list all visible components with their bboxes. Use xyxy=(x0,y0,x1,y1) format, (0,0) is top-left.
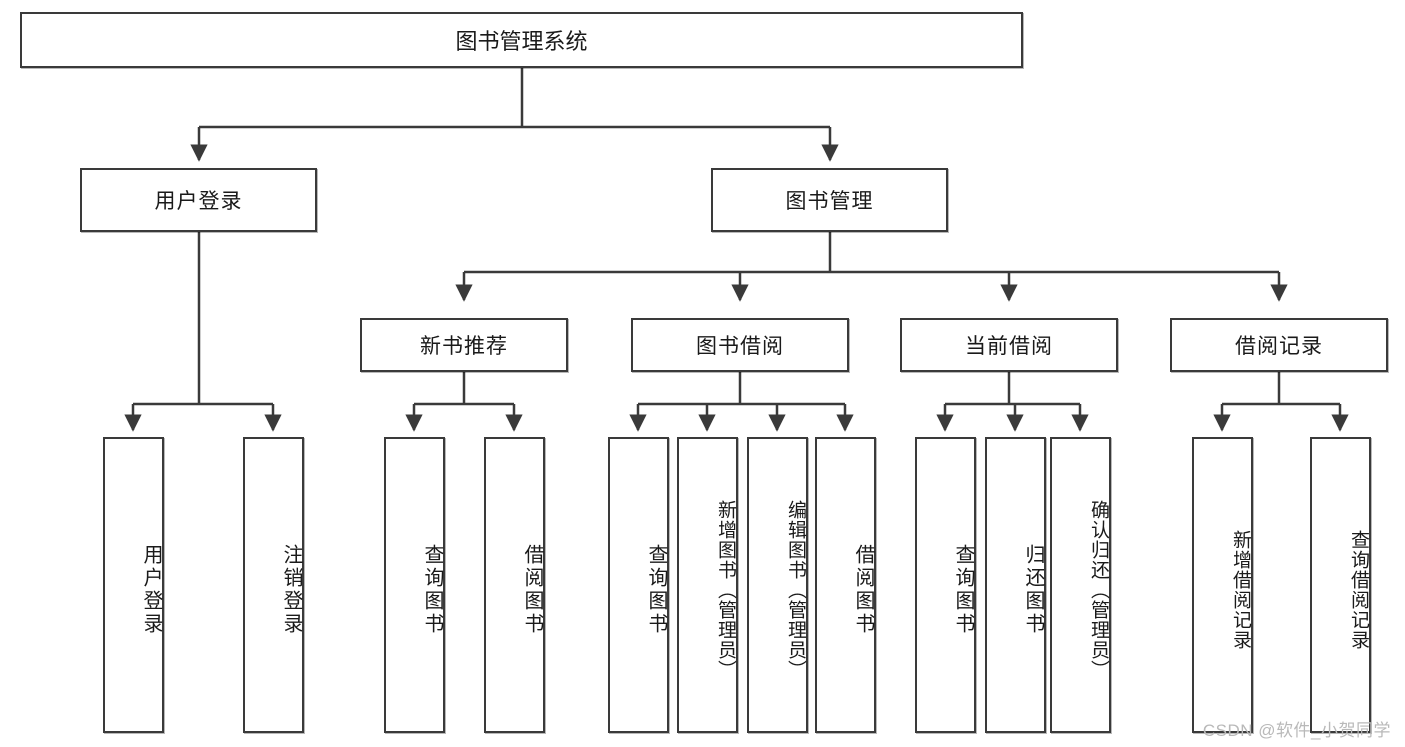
leaf-new-book-query[interactable]: 查询图书 xyxy=(384,437,445,733)
node-user-login-label: 用户登录 xyxy=(154,190,243,213)
node-book-borrow-label: 图书借阅 xyxy=(696,335,784,358)
leaf-label: 确认归还（管理员） xyxy=(1088,500,1109,680)
node-user-login[interactable]: 用户登录 xyxy=(80,168,317,232)
leaf-book-borrow-query[interactable]: 查询图书 xyxy=(608,437,669,733)
leaf-label: 查询借阅记录 xyxy=(1348,530,1369,650)
leaf-label: 查询图书 xyxy=(421,544,443,636)
leaf-borrow-record-query[interactable]: 查询借阅记录 xyxy=(1310,437,1371,733)
leaf-label: 借阅图书 xyxy=(521,544,543,636)
leaf-current-borrow-confirm[interactable]: 确认归还（管理员） xyxy=(1050,437,1111,733)
node-new-book-recommend-label: 新书推荐 xyxy=(420,335,508,358)
leaf-user-login-logout[interactable]: 注销登录 xyxy=(243,437,304,733)
leaf-book-borrow-edit[interactable]: 编辑图书（管理员） xyxy=(747,437,808,733)
node-root[interactable]: 图书管理系统 xyxy=(20,12,1023,68)
leaf-label: 查询图书 xyxy=(645,544,667,636)
node-current-borrow-label: 当前借阅 xyxy=(965,335,1053,358)
leaf-book-borrow-borrow[interactable]: 借阅图书 xyxy=(815,437,876,733)
leaf-label: 归还图书 xyxy=(1022,544,1044,636)
leaf-borrow-record-add[interactable]: 新增借阅记录 xyxy=(1192,437,1253,733)
leaf-label: 用户登录 xyxy=(140,544,162,636)
node-borrow-record-label: 借阅记录 xyxy=(1235,335,1323,358)
node-book-borrow[interactable]: 图书借阅 xyxy=(631,318,849,372)
leaf-current-borrow-return[interactable]: 归还图书 xyxy=(985,437,1046,733)
leaf-current-borrow-query[interactable]: 查询图书 xyxy=(915,437,976,733)
node-book-management[interactable]: 图书管理 xyxy=(711,168,948,232)
leaf-label: 借阅图书 xyxy=(852,544,874,636)
leaf-label: 查询图书 xyxy=(952,544,974,636)
leaf-label: 编辑图书（管理员） xyxy=(785,500,806,680)
node-new-book-recommend[interactable]: 新书推荐 xyxy=(360,318,568,372)
leaf-user-login-login[interactable]: 用户登录 xyxy=(103,437,164,733)
leaf-label: 注销登录 xyxy=(280,544,302,636)
node-current-borrow[interactable]: 当前借阅 xyxy=(900,318,1118,372)
node-root-label: 图书管理系统 xyxy=(455,29,588,54)
leaf-label: 新增借阅记录 xyxy=(1230,530,1251,650)
node-borrow-record[interactable]: 借阅记录 xyxy=(1170,318,1388,372)
leaf-book-borrow-add[interactable]: 新增图书（管理员） xyxy=(677,437,738,733)
leaf-new-book-borrow[interactable]: 借阅图书 xyxy=(484,437,545,733)
leaf-label: 新增图书（管理员） xyxy=(715,500,736,680)
node-book-management-label: 图书管理 xyxy=(785,190,874,213)
